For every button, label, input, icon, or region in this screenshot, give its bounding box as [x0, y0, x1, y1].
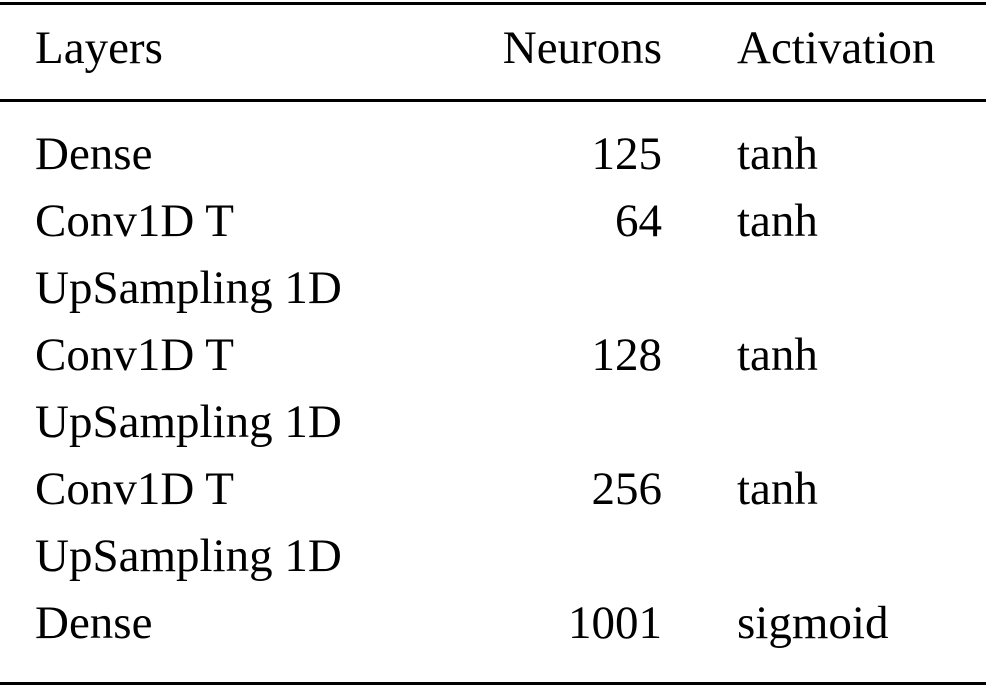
- table-row: Conv1D T 64 tanh: [0, 188, 1004, 255]
- column-header-neurons: Neurons: [502, 22, 662, 74]
- table-row: Dense 1001 sigmoid: [0, 590, 1004, 657]
- cell-activation: tanh: [737, 329, 818, 381]
- cell-layer: UpSampling 1D: [35, 396, 342, 448]
- cell-neurons: [470, 389, 665, 456]
- table-row: Conv1D T 256 tanh: [0, 456, 1004, 523]
- table-row: UpSampling 1D: [0, 255, 1004, 322]
- table-header: Layers Neurons Activation: [0, 0, 1004, 97]
- column-header-layers: Layers: [35, 22, 163, 74]
- cell-neurons: 256: [591, 463, 663, 515]
- cell-layer: UpSampling 1D: [35, 262, 342, 314]
- cell-activation: sigmoid: [737, 597, 889, 649]
- cell-neurons: 128: [591, 329, 663, 381]
- cell-neurons: 64: [615, 195, 662, 247]
- cell-activation: [665, 255, 1004, 322]
- header-row: Layers Neurons Activation: [0, 0, 1004, 97]
- cell-layer: Conv1D T: [35, 195, 234, 247]
- column-header-activation: Activation: [737, 22, 936, 74]
- cell-activation: tanh: [737, 463, 818, 515]
- cell-neurons: 1001: [568, 597, 662, 649]
- cell-neurons: [470, 523, 665, 590]
- table-row: UpSampling 1D: [0, 389, 1004, 456]
- cell-neurons: 125: [591, 128, 663, 180]
- cell-layer: UpSampling 1D: [35, 530, 342, 582]
- cell-layer: Dense: [35, 597, 153, 649]
- table-top-rule: [0, 2, 986, 5]
- table-row: Dense 125 tanh: [0, 97, 1004, 188]
- cell-neurons: [470, 255, 665, 322]
- cell-layer: Conv1D T: [35, 329, 234, 381]
- cell-layer: Dense: [35, 128, 153, 180]
- cell-activation: [665, 389, 1004, 456]
- table-row: Conv1D T 128 tanh: [0, 322, 1004, 389]
- table-row: UpSampling 1D: [0, 523, 1004, 590]
- cell-activation: tanh: [737, 195, 818, 247]
- cell-activation: [665, 523, 1004, 590]
- table-bottom-rule: [0, 682, 986, 685]
- table-header-rule: [0, 99, 986, 102]
- cell-layer: Conv1D T: [35, 463, 234, 515]
- cell-activation: tanh: [737, 128, 818, 180]
